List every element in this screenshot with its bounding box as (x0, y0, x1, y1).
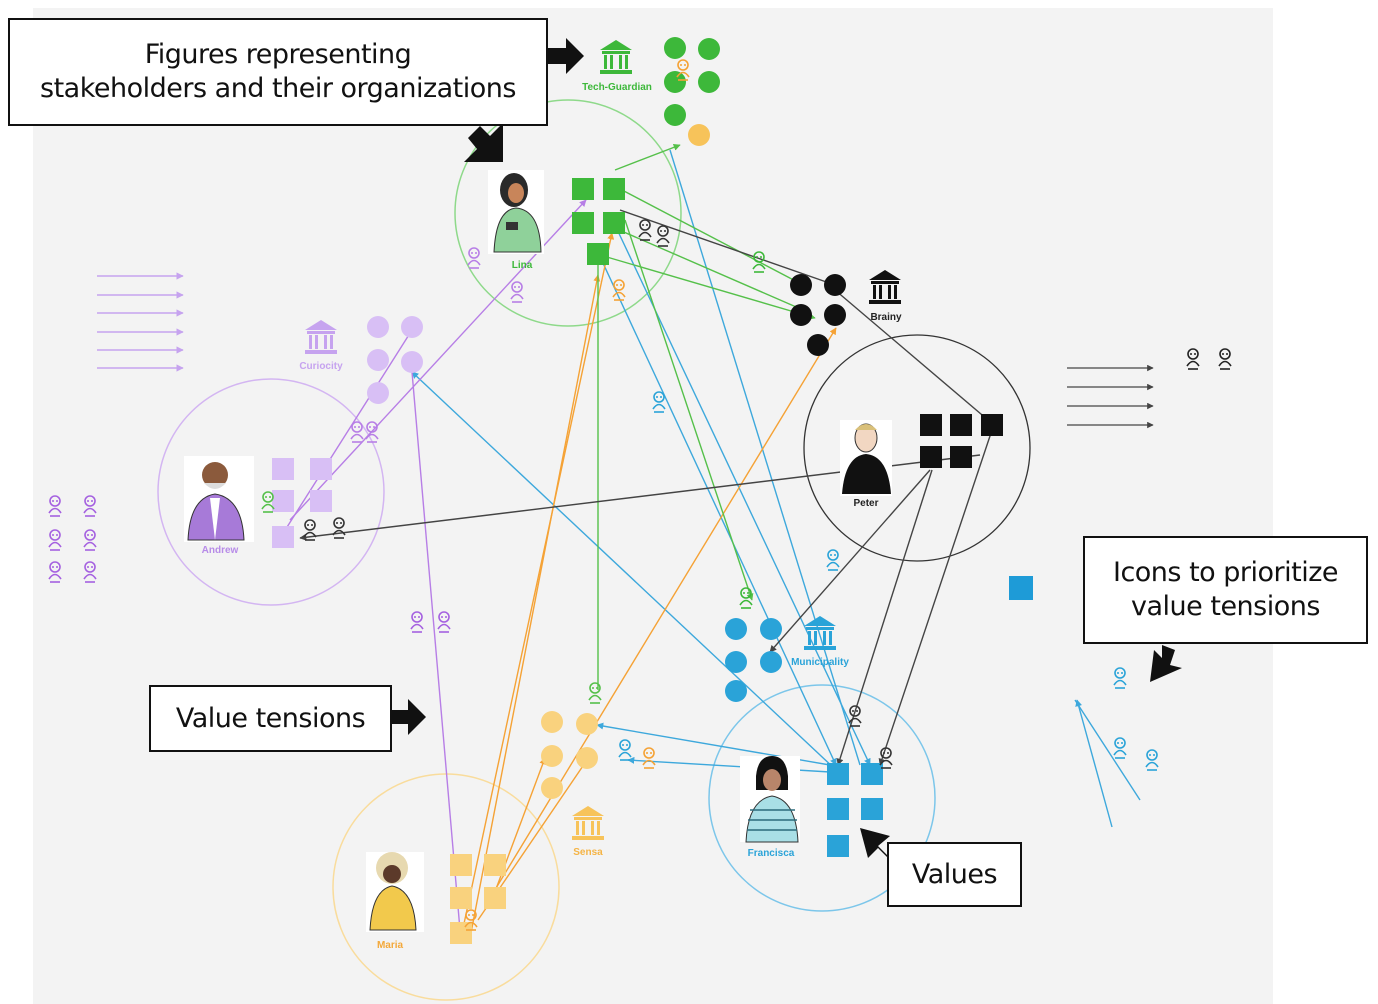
municipality-values (725, 618, 782, 702)
tensions-callout-text: Value tensions (175, 702, 366, 734)
figures-callout-text: Figures representing stakeholders and th… (40, 39, 516, 104)
francisca-name: Francisca (747, 848, 795, 859)
municipality-name: Municipality (791, 657, 849, 668)
tech-guardian-building-icon (600, 40, 632, 74)
values-left-arrow-icon (860, 828, 890, 858)
maria-figure (366, 852, 424, 932)
figures-callout: Figures representing stakeholders and th… (8, 18, 548, 126)
francisca-circle (708, 684, 936, 912)
sensa-building-icon (572, 806, 604, 840)
peter-priority-icons[interactable] (1186, 348, 1232, 370)
sensa-name: Sensa (573, 847, 603, 858)
callout-arrow-icons (392, 38, 1182, 858)
peter-circle (803, 334, 1031, 562)
francisca-value-notes (827, 763, 883, 857)
maria-value-notes (450, 854, 506, 944)
maria-name: Maria (376, 940, 404, 951)
andrew-circle (157, 378, 385, 606)
sensa-values (541, 711, 598, 799)
andrew-priority-icons[interactable] (48, 495, 97, 583)
lina-figure (488, 170, 544, 254)
loose-value-note[interactable] (1009, 576, 1033, 600)
tensions-right-arrow-icon (392, 699, 426, 735)
curiocity-name: Curiocity (299, 361, 343, 372)
tech-guardian-values (664, 37, 720, 146)
lina-circle (454, 99, 682, 327)
lina-name: Lina (511, 260, 533, 271)
tensions-callout: Value tensions (149, 685, 392, 752)
municipality-building-icon (804, 616, 836, 650)
icons-callout-text: Icons to prioritize value tensions (1112, 557, 1339, 622)
andrew-arrow-group (97, 272, 184, 372)
andrew-figure (184, 456, 254, 542)
values-callout: Values (887, 842, 1022, 907)
figures-right-arrow-icon (548, 38, 584, 74)
curiocity-building-icon (305, 320, 337, 354)
peter-value-notes (920, 414, 1003, 468)
curiocity-values (367, 316, 423, 404)
peter-arrow-group (1067, 364, 1154, 429)
andrew-name: Andrew (201, 545, 239, 556)
brainy-values (790, 274, 846, 356)
values-callout-text: Values (911, 858, 998, 890)
figures-down-arrow-icon (464, 123, 503, 162)
brainy-name: Brainy (870, 312, 902, 323)
icons-down-arrow-icon (1150, 645, 1182, 682)
icons-callout: Icons to prioritize value tensions (1083, 536, 1368, 644)
peter-figure (840, 420, 892, 496)
francisca-figure (740, 756, 800, 843)
lina-value-notes (572, 178, 625, 265)
andrew-value-notes (272, 458, 332, 548)
peter-name: Peter (853, 498, 879, 509)
tech-guardian-name: Tech-Guardian (582, 82, 652, 93)
brainy-building-icon (869, 270, 901, 304)
